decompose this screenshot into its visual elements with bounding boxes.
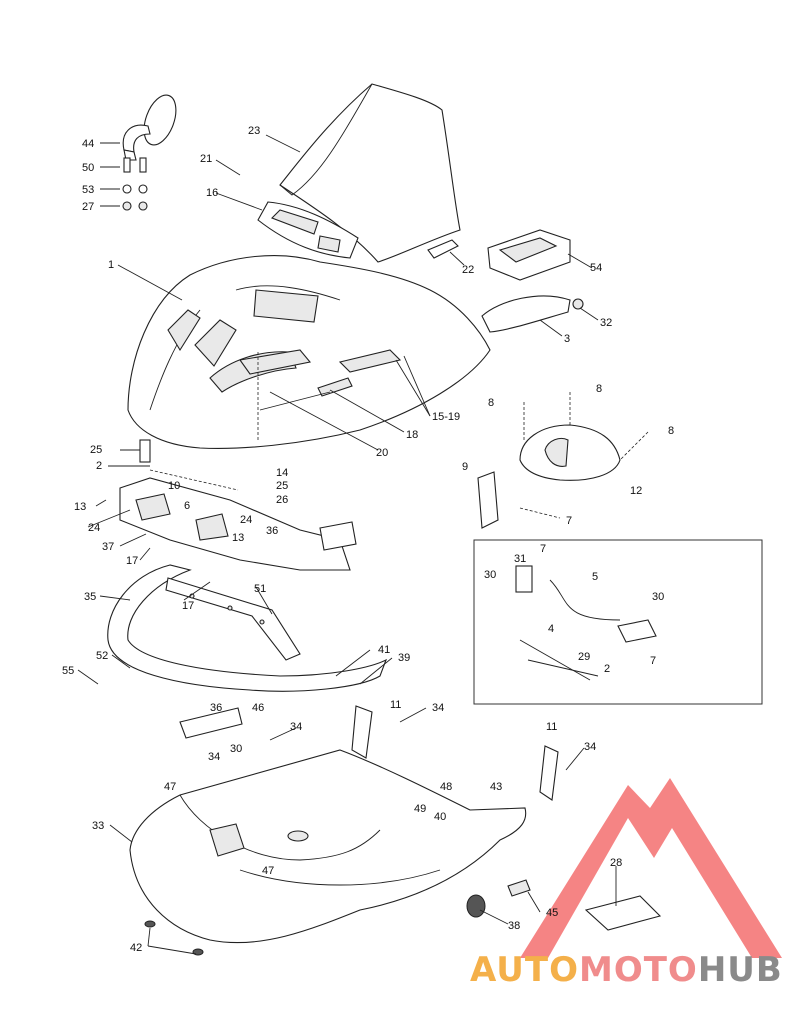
label-24b: 24 — [240, 514, 252, 526]
label-9: 9 — [462, 461, 468, 473]
mirror-part — [122, 94, 177, 161]
grip-part — [427, 239, 459, 259]
label-47a: 47 — [164, 781, 176, 793]
label-44: 44 — [82, 138, 94, 150]
label-30c: 30 — [652, 591, 664, 603]
label-5: 5 — [592, 571, 598, 583]
label-18: 18 — [406, 429, 418, 441]
label-25a: 25 — [90, 444, 102, 456]
label-53: 53 — [82, 184, 94, 196]
label-11a: 11 — [390, 699, 401, 711]
label-42: 42 — [130, 942, 142, 954]
belly-pan-part — [129, 705, 559, 944]
label-34b: 34 — [432, 702, 444, 714]
label-46: 46 — [252, 702, 264, 714]
label-27: 27 — [82, 201, 94, 213]
label-4: 4 — [548, 623, 554, 635]
feet-part — [144, 920, 204, 956]
label-13b: 13 — [232, 532, 244, 544]
label-49: 49 — [414, 803, 426, 815]
label-30a: 30 — [230, 743, 242, 755]
label-55: 55 — [62, 665, 74, 677]
label-2: 2 — [96, 460, 102, 472]
label-3: 3 — [564, 333, 570, 345]
label-10: 10 — [168, 480, 180, 492]
watermark-wordmark: AUTOMOTOHUB — [470, 950, 783, 990]
watermark-word-moto: MOTO — [578, 950, 698, 990]
label-36a: 36 — [266, 525, 278, 537]
hood-bracket-part — [119, 350, 357, 571]
cowl-part — [481, 295, 584, 333]
mirror-screws — [122, 157, 148, 211]
label-23: 23 — [248, 125, 260, 137]
label-12: 12 — [630, 485, 642, 497]
manual-part — [584, 895, 662, 931]
label-36b: 36 — [210, 702, 222, 714]
label-34a: 34 — [290, 721, 302, 733]
label-25b: 25 — [276, 480, 288, 492]
label-54: 54 — [590, 262, 602, 274]
label-45: 45 — [546, 907, 558, 919]
label-28: 28 — [610, 857, 622, 869]
front-bumper-part — [107, 564, 388, 692]
label-8c: 8 — [668, 425, 674, 437]
label-11b: 11 — [546, 721, 557, 733]
storage-cover-part — [487, 229, 571, 281]
cable-detail-inset — [473, 539, 763, 705]
label-17a: 17 — [126, 555, 138, 567]
label-41: 41 — [378, 644, 390, 656]
label-15-19: 15-19 — [432, 411, 460, 423]
label-50: 50 — [82, 162, 94, 174]
part-labels: 44 50 53 27 23 21 16 22 54 1 3 32 8 8 8 … — [62, 125, 674, 954]
label-51: 51 — [254, 583, 266, 595]
windshield-part — [279, 83, 461, 263]
label-7a: 7 — [566, 515, 572, 527]
label-24a: 24 — [88, 522, 100, 534]
label-30b: 30 — [484, 569, 496, 581]
watermark-logo-icon — [520, 778, 782, 960]
label-48: 48 — [440, 781, 452, 793]
label-1: 1 — [108, 259, 114, 271]
label-35: 35 — [84, 591, 96, 603]
label-21: 21 — [200, 153, 212, 165]
watermark-word-hub: HUB — [697, 950, 783, 990]
label-17b: 17 — [182, 600, 194, 612]
label-14: 14 — [276, 467, 288, 479]
label-2b: 2 — [604, 663, 610, 675]
watermark-word-auto: AUTO — [470, 950, 579, 990]
leader-lines — [77, 134, 617, 955]
label-52: 52 — [96, 650, 108, 662]
front-bracket-part — [179, 707, 243, 739]
label-22: 22 — [462, 264, 474, 276]
label-29: 29 — [578, 651, 590, 663]
label-32: 32 — [600, 317, 612, 329]
label-7c: 7 — [650, 655, 656, 667]
label-40: 40 — [434, 811, 446, 823]
label-13a: 13 — [74, 501, 86, 513]
label-39: 39 — [398, 652, 410, 664]
label-16: 16 — [206, 187, 218, 199]
label-37: 37 — [102, 541, 114, 553]
label-47b: 47 — [262, 865, 274, 877]
side-panel-part — [477, 392, 649, 529]
label-8a: 8 — [596, 383, 602, 395]
label-6: 6 — [184, 500, 190, 512]
label-31: 31 — [514, 553, 526, 565]
label-38: 38 — [508, 920, 520, 932]
label-26: 26 — [276, 494, 288, 506]
label-34d: 34 — [208, 751, 220, 763]
label-33: 33 — [92, 820, 104, 832]
label-34c: 34 — [584, 741, 596, 753]
console-part — [257, 201, 359, 259]
hood-part — [127, 255, 491, 449]
label-43: 43 — [490, 781, 502, 793]
label-20: 20 — [376, 447, 388, 459]
label-7b: 7 — [540, 543, 546, 555]
label-8b: 8 — [488, 397, 494, 409]
